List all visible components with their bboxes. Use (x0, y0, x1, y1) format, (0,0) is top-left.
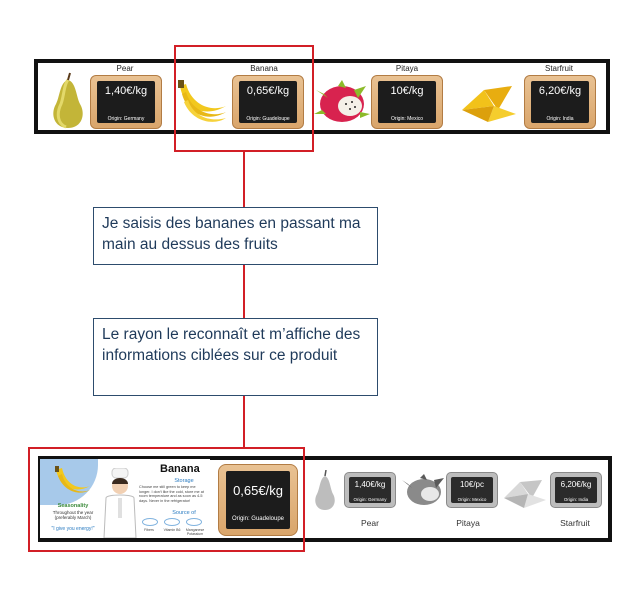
starfruit-image[interactable] (454, 80, 520, 126)
pear-image-gray[interactable] (310, 470, 340, 512)
fiber-icon (142, 518, 158, 526)
source-title: Source of (172, 510, 196, 516)
connector-line (243, 265, 245, 318)
price-board-starfruit[interactable]: 6,20€/kg Origin: India (524, 75, 596, 129)
source-minerals: Manganese Potassium (185, 528, 205, 536)
banana-image[interactable] (176, 76, 228, 124)
fruit-name-pitaya: Pitaya (456, 518, 480, 528)
origin-text: Origin: Germany (353, 497, 387, 502)
fruit-name-banana: Banana (250, 64, 278, 73)
price-text: 0,65€/kg (246, 85, 290, 97)
source-vitamin: Vitamin B6 (163, 528, 181, 532)
price-text: 10€/pc (459, 480, 485, 489)
fruit-name-pear: Pear (361, 518, 379, 528)
pitaya-image-gray[interactable] (402, 474, 446, 508)
vitamin-icon (164, 518, 180, 526)
price-text: 6,20€/kg (538, 85, 582, 97)
mineral-icon (186, 518, 202, 526)
chef-illustration (103, 468, 137, 538)
storage-text: Choose me still green to keep me longer.… (139, 485, 204, 503)
fruit-name-pear: Pear (116, 64, 134, 73)
callout-step-1: Je saisis des bananes en passant ma main… (93, 207, 378, 265)
origin-text: Origin: India (546, 116, 574, 122)
banana-highlight-box (174, 45, 314, 152)
pear-image[interactable] (46, 72, 88, 130)
price-board-pear[interactable]: 1,40€/kg Origin: Germany (90, 75, 162, 129)
starfruit-image-gray[interactable] (500, 476, 548, 510)
fruit-name-starfruit: Starfruit (560, 518, 590, 528)
price-board-banana-large[interactable]: 0,65€/kg Origin: Guadeloupe (218, 464, 298, 536)
storage-title: Storage (174, 478, 194, 484)
origin-text: Origin: Mexico (391, 116, 423, 122)
price-board-banana[interactable]: 0,65€/kg Origin: Guadeloupe (232, 75, 304, 129)
price-text: 1,40€/kg (104, 85, 148, 97)
fruit-name-starfruit: Starfruit (544, 64, 573, 73)
origin-text: Origin: Guadeloupe (231, 516, 285, 522)
price-board-pitaya[interactable]: 10€/kg Origin: Mexico (371, 75, 443, 129)
origin-text: Origin: Germany (107, 116, 145, 122)
seasonality-title: Seasonality (57, 503, 89, 509)
price-text: 0,65€/kg (233, 483, 283, 498)
price-text: 6,20€/kg (560, 480, 592, 489)
origin-text: Origin: India (563, 497, 589, 502)
quote-text: "I give you energy!" (51, 526, 95, 532)
price-text: 1,40€/kg (354, 480, 386, 489)
callout-step-2: Le rayon le reconnaît et m’affiche des i… (93, 318, 378, 396)
banana-image (55, 466, 90, 493)
info-title: Banana (160, 463, 200, 475)
price-board-starfruit-gray[interactable]: 6,20€/kg Origin: India (550, 472, 602, 508)
connector-line (243, 396, 245, 447)
seasonality-text: Throughout the year (preferably March) (52, 510, 94, 520)
pitaya-image[interactable] (314, 80, 370, 126)
price-board-pitaya-gray[interactable]: 10€/pc Origin: Mexico (446, 472, 498, 508)
connector-line (243, 152, 245, 207)
fruit-name-pitaya: Pitaya (395, 64, 419, 73)
source-fibers: Fibers (144, 528, 154, 532)
origin-text: Origin: Guadeloupe (246, 116, 290, 122)
price-text: 10€/kg (390, 85, 424, 97)
origin-text: Origin: Mexico (457, 497, 487, 502)
info-highlight-box (28, 447, 305, 552)
price-board-pear-gray[interactable]: 1,40€/kg Origin: Germany (344, 472, 396, 508)
